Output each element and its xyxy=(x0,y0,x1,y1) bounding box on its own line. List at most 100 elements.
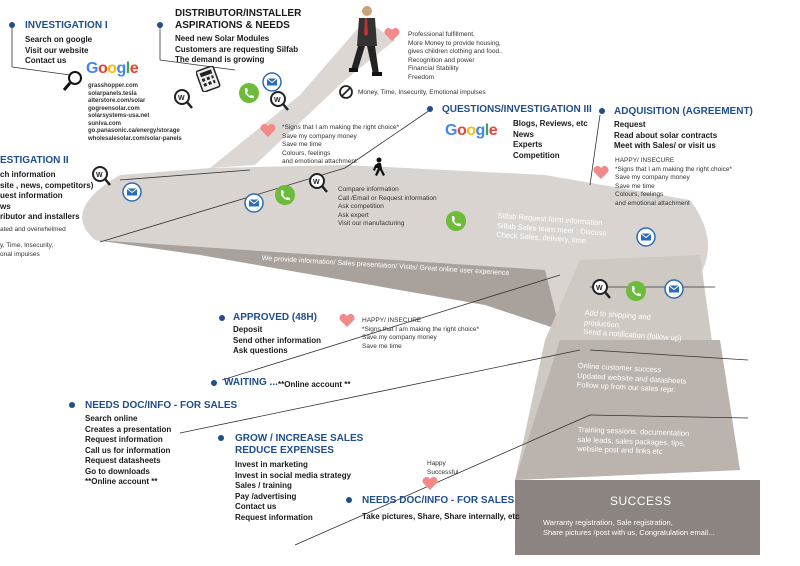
businessman-icon xyxy=(349,6,382,76)
band-line: Warranty registration, Sale registration… xyxy=(543,518,673,527)
feeling-line: More Money to provide housing, xyxy=(408,39,501,47)
feeling-line: Colours, feelings xyxy=(282,149,331,157)
list-item: Request information xyxy=(235,512,313,522)
phone-icon xyxy=(626,281,646,301)
approved-title: APPROVED (48H) xyxy=(233,312,317,323)
adquisition-title: ADQUISITION (AGREEMENT) xyxy=(614,106,753,117)
compare-list: Compare information Call /Email or Reque… xyxy=(338,186,437,229)
investigation-2-title: ESTIGATION II xyxy=(0,155,69,166)
feeling-line: Happy xyxy=(427,460,446,467)
questions-3-list: Blogs, Reviews, etc News Experts Competi… xyxy=(513,119,588,161)
website-item: solarsystems-usa.net xyxy=(88,113,150,119)
grow-list: Invest in marketing Invest in social med… xyxy=(235,460,351,523)
heart-icon xyxy=(260,124,276,137)
list-item: ws xyxy=(0,201,11,211)
web-search-icon: W xyxy=(270,91,289,111)
feeling-line: Freedom xyxy=(408,73,435,81)
svg-text:W: W xyxy=(313,179,320,186)
distributor-title-1: DISTRIBUTOR/INSTALLER xyxy=(175,8,302,19)
stage-dot xyxy=(218,435,224,441)
website-item: solarpanels.tesla xyxy=(88,90,137,97)
needs-doc-1-list: Search online Creates a presentation Req… xyxy=(85,414,171,488)
signs-feelings: *Signs that I am making the right choice… xyxy=(282,124,399,167)
feeling-line: *Signs that I am making the right choice… xyxy=(282,124,400,131)
investigation-2-feeling: ated and overwhelmed xyxy=(0,226,66,233)
list-item: Send other information xyxy=(233,335,321,345)
website-item: go.panasonic.ca/energy/storage xyxy=(88,128,180,134)
svg-text:W: W xyxy=(178,95,185,102)
training-text: Training sessions, documentation sale le… xyxy=(577,425,689,457)
calculator-icon xyxy=(196,66,221,92)
web-search-icon: W xyxy=(92,166,111,186)
main-band-dark xyxy=(95,240,560,330)
top-path xyxy=(210,20,395,168)
list-item: Competition xyxy=(513,150,560,160)
feeling-line: Save my company money xyxy=(615,174,690,181)
feeling-line: Colours, feelings xyxy=(615,191,664,198)
email-icon xyxy=(664,279,684,299)
adquisition-list: Request Read about solar contracts Meet … xyxy=(614,120,717,152)
feeling-line: Financial Stability xyxy=(408,65,459,72)
phone-icon xyxy=(275,185,295,205)
list-item: Ask expert xyxy=(338,211,369,219)
list-item: ch information xyxy=(0,170,56,179)
list-item: Ask competition xyxy=(338,203,384,210)
list-item: Take pictures, Share, Share internally, … xyxy=(362,512,520,521)
feeling-line: Successful xyxy=(427,468,459,476)
stage-dot xyxy=(211,380,217,386)
list-item: Meet with Sales/ or visit us xyxy=(614,141,716,150)
stage-dot xyxy=(157,22,163,28)
waiting-note: **Online account ** xyxy=(278,380,351,389)
list-item: Search online xyxy=(85,414,138,423)
phone-icon xyxy=(446,211,466,231)
feeling-line: gives children clothing and food.. xyxy=(408,48,503,55)
feeling-line: Professional fulfillment, xyxy=(408,31,475,38)
web-search-icon: W xyxy=(592,279,611,299)
feeling-line: HAPPY/ INSECURE xyxy=(362,317,422,324)
web-search-icon: W xyxy=(309,173,328,193)
main-band xyxy=(82,165,708,330)
list-item: Invest in marketing xyxy=(235,460,308,469)
list-item: Go to downloads xyxy=(85,466,150,476)
band-line: Share pictures /post with us, Congratula… xyxy=(543,527,715,537)
feeling-line: Save my company money xyxy=(362,334,437,341)
needs-doc-2-title: NEEDS DOC/INFO - FOR SALES xyxy=(362,495,515,506)
stage-dot xyxy=(9,22,15,28)
list-item: Experts xyxy=(513,140,543,149)
distributor-list: Need new Solar Modules Customers are req… xyxy=(175,34,298,66)
list-item: Read about solar contracts xyxy=(614,130,718,140)
list-item: Ask questions xyxy=(233,346,288,355)
distributor-title-2: ASPIRATIONS & NEEDS xyxy=(175,20,290,31)
email-icon xyxy=(122,182,142,202)
feeling-line: Recognition and power xyxy=(408,56,475,64)
needs-doc-1-title: NEEDS DOC/INFO - FOR SALES xyxy=(85,400,238,411)
heart-icon xyxy=(339,314,355,327)
adquisition-feelings: HAPPY/ INSECURE *Signs that I am making … xyxy=(615,157,732,208)
feeling-line: Save my company money xyxy=(282,132,357,140)
magnifier-icon xyxy=(62,71,82,91)
investigation-1-title: INVESTIGATION I xyxy=(25,20,108,31)
feeling-line: HAPPY/ INSECURE xyxy=(615,157,675,164)
list-item: Request xyxy=(614,120,646,129)
list-item: Visit our manufacturing xyxy=(338,220,405,227)
svg-text:W: W xyxy=(274,97,281,104)
phone-icon xyxy=(239,83,259,103)
list-item: Customers are requesting Silfab xyxy=(175,44,299,54)
website-item: grasshopper.com xyxy=(88,83,139,89)
approved-list: Deposit Send other information Ask quest… xyxy=(233,325,321,357)
stage-dot xyxy=(346,497,352,503)
stage-dot xyxy=(427,106,433,112)
email-icon xyxy=(244,193,264,213)
heart-icon xyxy=(593,166,609,179)
prohibited-icon xyxy=(339,85,353,99)
success-box xyxy=(515,480,760,555)
happy-successful: Happy Successful xyxy=(427,460,458,477)
website-item: gogreensolar.com xyxy=(88,105,140,112)
heart-icon xyxy=(384,28,400,41)
list-item: Invest in social media strategy xyxy=(235,470,352,480)
list-item: Visit our website xyxy=(25,45,89,55)
grow-title-2: REDUCE EXPENSES xyxy=(235,445,334,456)
list-item: ributor and installers xyxy=(0,212,80,221)
stage-dot xyxy=(219,315,225,321)
